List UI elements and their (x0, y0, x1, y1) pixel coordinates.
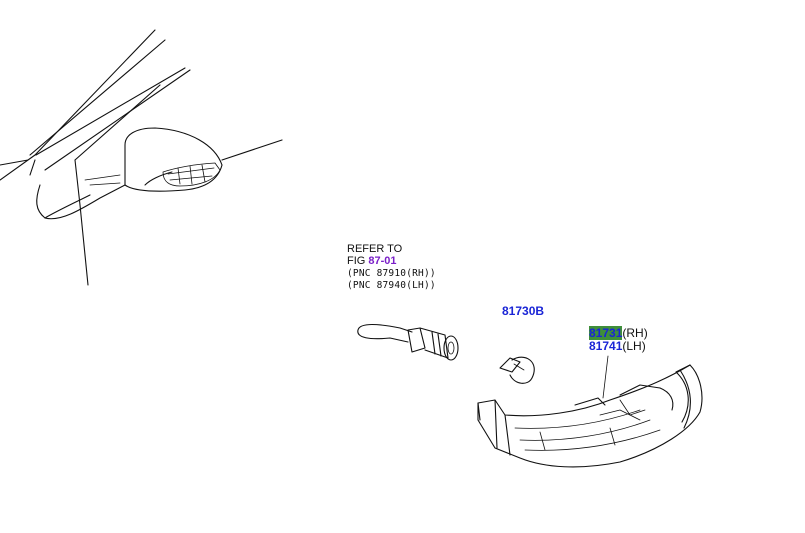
part-row-81731: 81731(RH) (589, 326, 648, 340)
bulb (499, 356, 535, 384)
figure-reference: FIG 87-01 (347, 255, 397, 267)
door-mirror-assembly (0, 29, 283, 286)
pnc-rh-reference: (PNC 87910(RH)) (347, 268, 436, 279)
pnc-lh-reference: (PNC 87940(LH)) (347, 280, 436, 291)
part-link-81731[interactable]: 81731 (589, 326, 623, 340)
leader-line (602, 355, 609, 399)
refer-to-label: REFER TO (347, 243, 403, 255)
side-label-lh: (LH) (622, 339, 646, 353)
side-turn-signal-lamp (477, 364, 703, 468)
socket-and-wire (357, 323, 459, 361)
figure-link[interactable]: 87-01 (368, 255, 397, 267)
part-row-81741: 81741(LH) (589, 340, 646, 352)
figure-prefix: FIG (347, 255, 369, 267)
part-link-81741[interactable]: 81741 (589, 339, 623, 353)
side-label-rh: (RH) (622, 326, 648, 340)
part-link-81730b[interactable]: 81730B (502, 304, 545, 318)
